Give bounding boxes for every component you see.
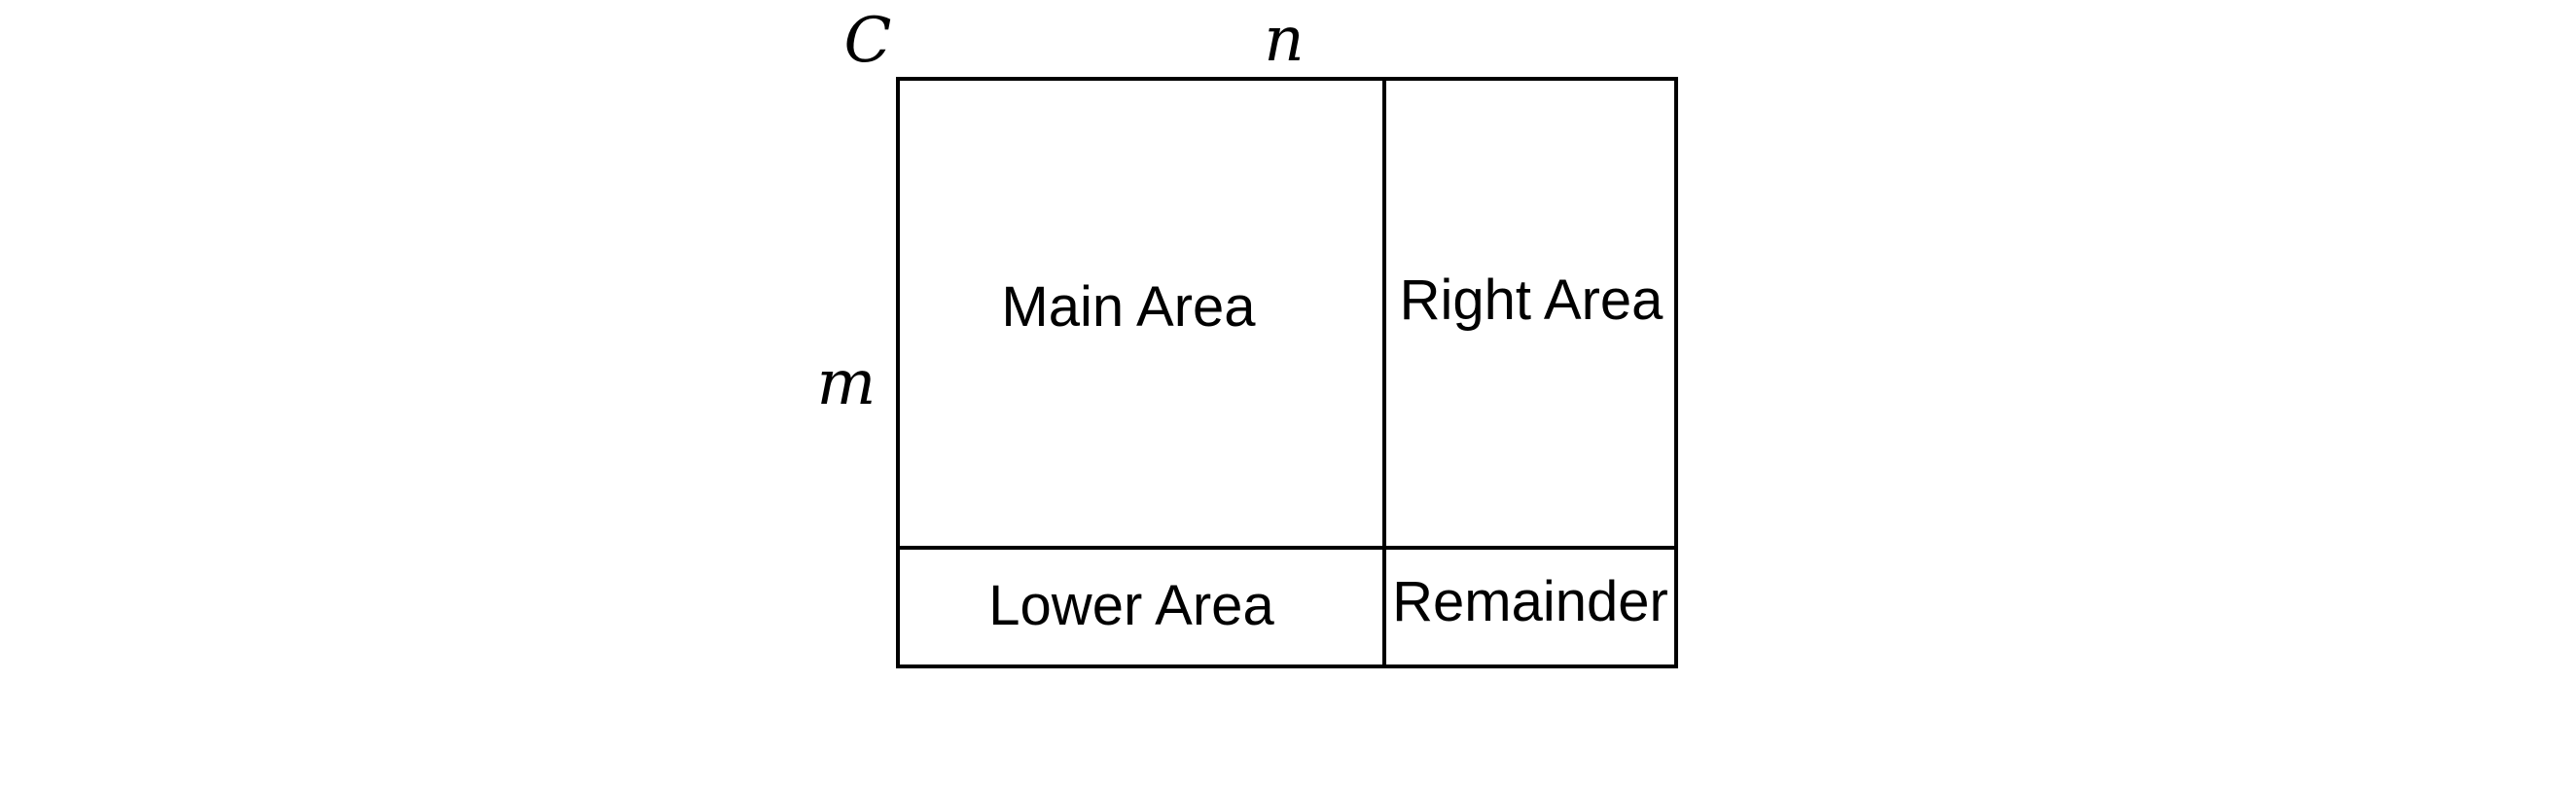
corner-label: C (844, 5, 892, 77)
right-area-label: Right Area (1400, 269, 1664, 332)
lower-area-label: Lower Area (988, 574, 1274, 637)
matrix-outline (896, 77, 1678, 668)
column-dimension-label: n (1264, 4, 1304, 76)
main-area-label: Main Area (1001, 275, 1256, 339)
row-dimension-label: m (817, 347, 877, 419)
remainder-label: Remainder (1392, 570, 1668, 633)
